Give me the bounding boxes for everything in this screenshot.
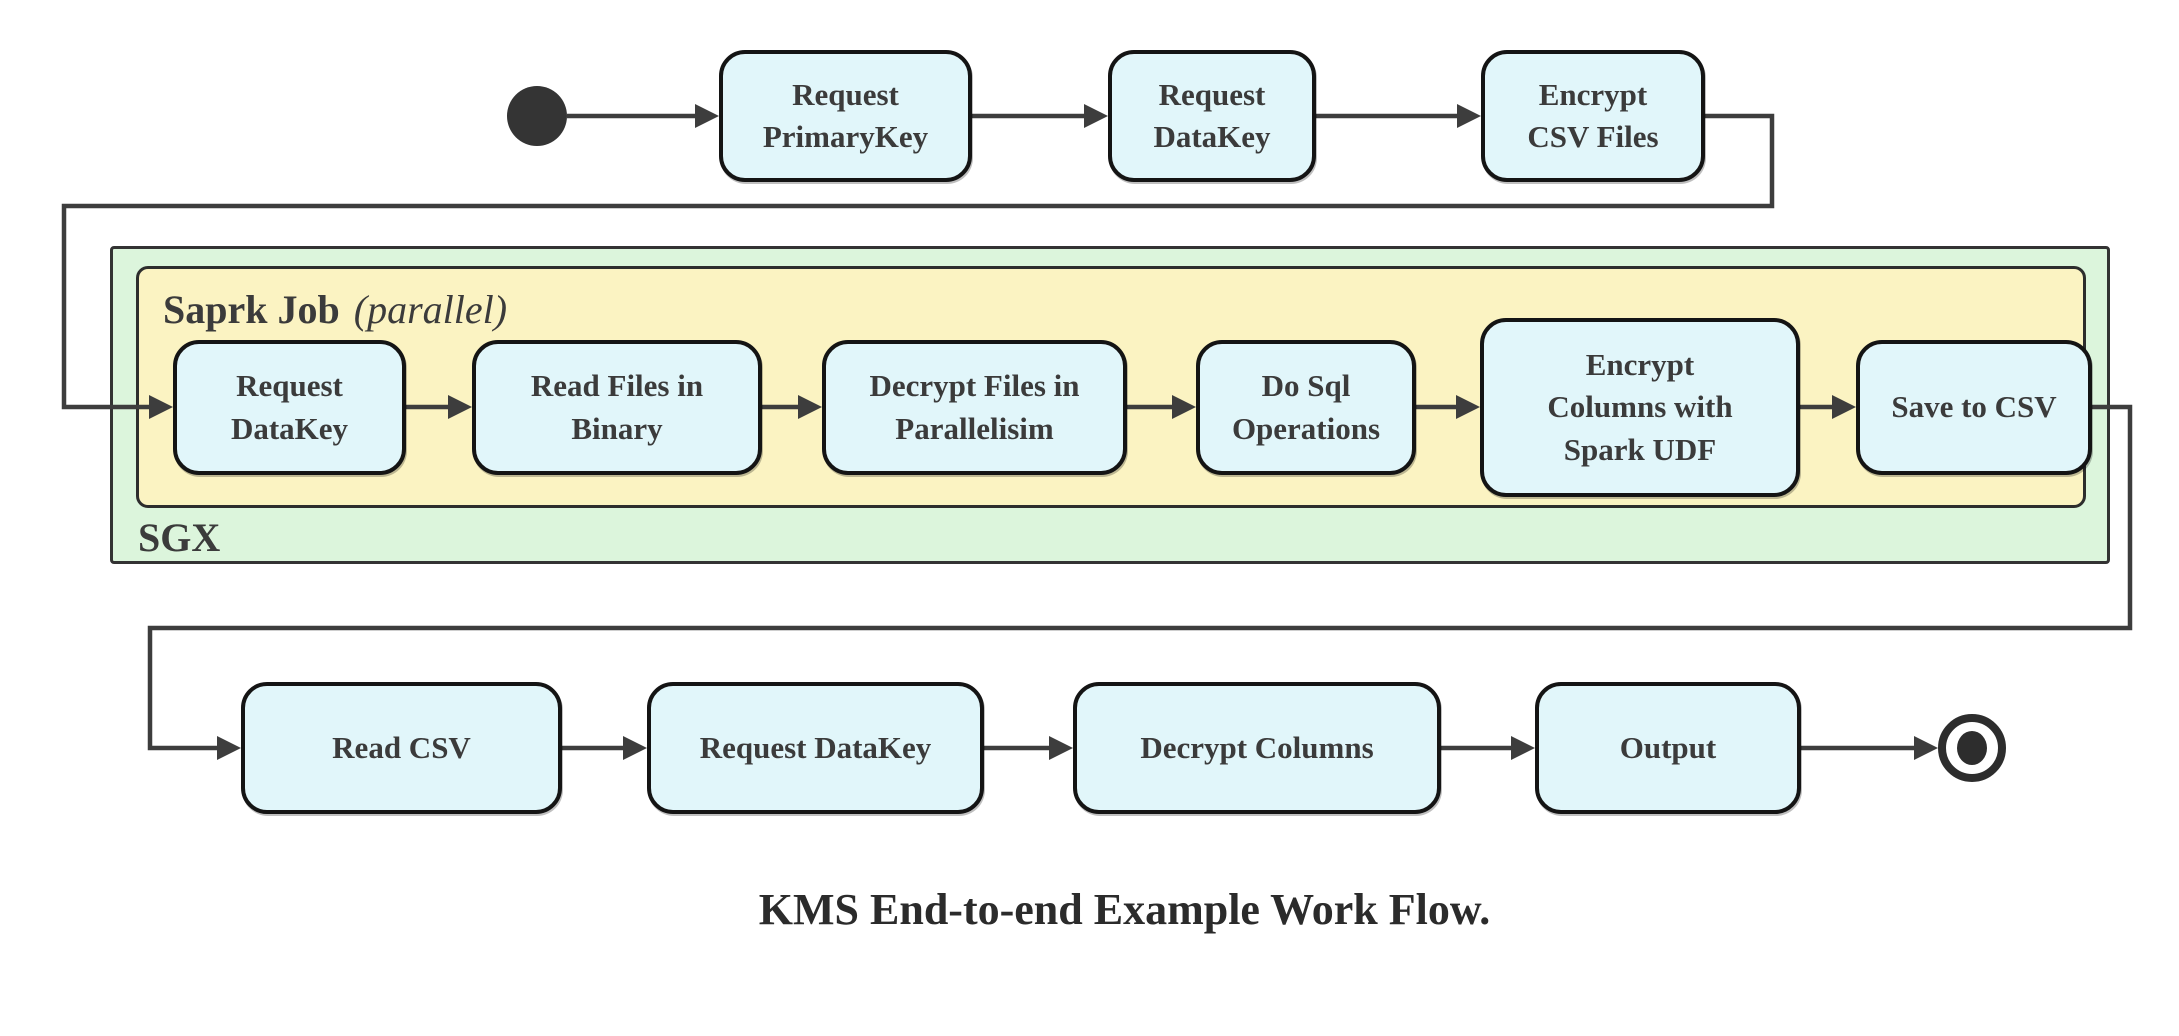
spark-job-label: Saprk Job (parallel)	[163, 286, 507, 333]
sgx-label: SGX	[138, 515, 221, 560]
node-save-to-csv: Save to CSV	[1856, 340, 2092, 475]
node-do-sql-operations: Do Sql Operations	[1196, 340, 1416, 475]
node-decrypt-columns: Decrypt Columns	[1073, 682, 1441, 814]
node-encrypt-columns-with-spark-udf: Encrypt Columns with Spark UDF	[1480, 318, 1800, 497]
node-output: Output	[1535, 682, 1801, 814]
node-read-csv: Read CSV	[241, 682, 562, 814]
diagram-caption: KMS End-to-end Example Work Flow.	[758, 885, 1491, 934]
spark-job-label-bold: Saprk Job	[163, 287, 340, 332]
start-state-icon	[507, 86, 567, 146]
end-state-inner-dot	[1957, 731, 1987, 765]
node-request-datakey-top: Request DataKey	[1108, 50, 1316, 182]
node-request-primarykey: Request PrimaryKey	[719, 50, 972, 182]
node-sgx-request-datakey: Request DataKey	[173, 340, 406, 475]
spark-job-label-parallel: (parallel)	[353, 287, 508, 332]
node-encrypt-csv-files: Encrypt CSV Files	[1481, 50, 1705, 182]
node-request-datakey-bottom: Request DataKey	[647, 682, 984, 814]
node-decrypt-files-in-parallelisim: Decrypt Files in Parallelisim	[822, 340, 1127, 475]
end-state-icon	[1938, 714, 2006, 782]
node-read-files-in-binary: Read Files in Binary	[472, 340, 762, 475]
